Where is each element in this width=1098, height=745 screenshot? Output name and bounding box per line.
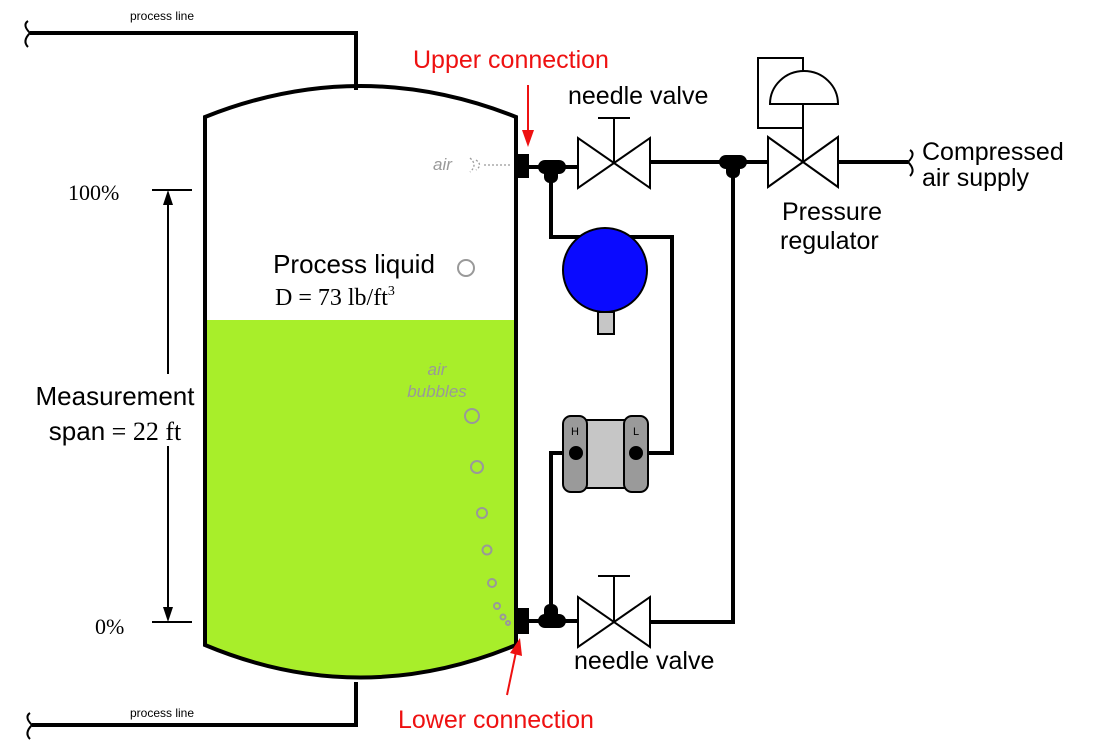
density-label: D = 73 lb/ft3: [275, 284, 395, 311]
upper-needle-valve-label: needle valve: [568, 82, 708, 110]
arrow-up-icon: [510, 638, 522, 656]
span-dimension: [152, 189, 192, 623]
air-bubbles-label-2: bubbles: [407, 382, 467, 401]
air-bubble: [470, 460, 484, 474]
lower-connection-label: Lower connection: [398, 706, 594, 734]
lower-connection-block: [515, 608, 529, 634]
percent-0-label: 0%: [95, 614, 124, 639]
tee-fitting-icon: [538, 614, 566, 628]
arrow-up-icon: [163, 190, 173, 205]
air-bubble: [493, 602, 501, 610]
air-bubble: [464, 408, 480, 424]
break-icon: [907, 149, 914, 177]
port-high-label: H: [571, 426, 579, 438]
arrow-down-icon: [522, 130, 534, 147]
percent-100-label: 100%: [68, 180, 119, 205]
compressed-air-label-2: air supply: [922, 164, 1029, 192]
measurement-span-label-2: span = 22 ft: [49, 416, 182, 446]
process-line-top-label: process line: [130, 9, 194, 23]
tee-fitting-icon: [726, 162, 740, 178]
pressure-regulator-label-1: Pressure: [782, 198, 882, 226]
low-port-icon: [629, 446, 643, 460]
compressed-air-label-1: Compressed: [922, 138, 1064, 166]
transmitter-body: [582, 419, 630, 489]
break-icon: [26, 712, 33, 740]
air-bubble: [499, 613, 507, 621]
air-bubble: [487, 578, 497, 588]
air-bubble: [481, 544, 493, 556]
air-bubble: [457, 259, 475, 277]
pressure-regulator: [757, 57, 840, 189]
lower-needle-valve-label: needle valve: [574, 647, 714, 675]
liquid-fill: [205, 320, 516, 678]
process-liquid-label: Process liquid: [273, 249, 435, 279]
lower-connection-arrow: [506, 638, 522, 696]
upper-connection-label: Upper connection: [413, 46, 609, 74]
air-bubble: [505, 620, 511, 626]
tee-fittings: [538, 155, 747, 628]
tee-fitting-icon: [544, 167, 558, 183]
measurement-span-label-1: Measurement: [36, 381, 196, 411]
process-line-bottom: [26, 682, 358, 740]
tee-fitting-icon: [544, 604, 558, 620]
air-puff-label: air: [433, 155, 453, 174]
high-port-icon: [569, 446, 583, 460]
dp-transmitter: [562, 227, 649, 493]
air-bubbles: [457, 259, 511, 626]
lower-needle-valve: [577, 575, 651, 649]
port-low-label: L: [633, 426, 639, 438]
arrow-down-icon: [163, 607, 173, 622]
upper-needle-valve: [577, 117, 651, 190]
pressure-regulator-label-2: regulator: [780, 227, 879, 255]
upper-connection-arrow: [522, 85, 534, 147]
air-bubble: [476, 507, 488, 519]
process-line-bottom-label: process line: [130, 706, 194, 720]
air-puff-icon: [469, 157, 512, 173]
process-line-top: [24, 20, 358, 90]
transmitter-neck: [597, 311, 615, 335]
piping: [529, 160, 908, 624]
air-bubbles-label-1: air: [428, 360, 448, 379]
transmitter-head: [562, 227, 648, 313]
break-icon: [24, 20, 31, 48]
upper-connection-block: [515, 154, 529, 178]
